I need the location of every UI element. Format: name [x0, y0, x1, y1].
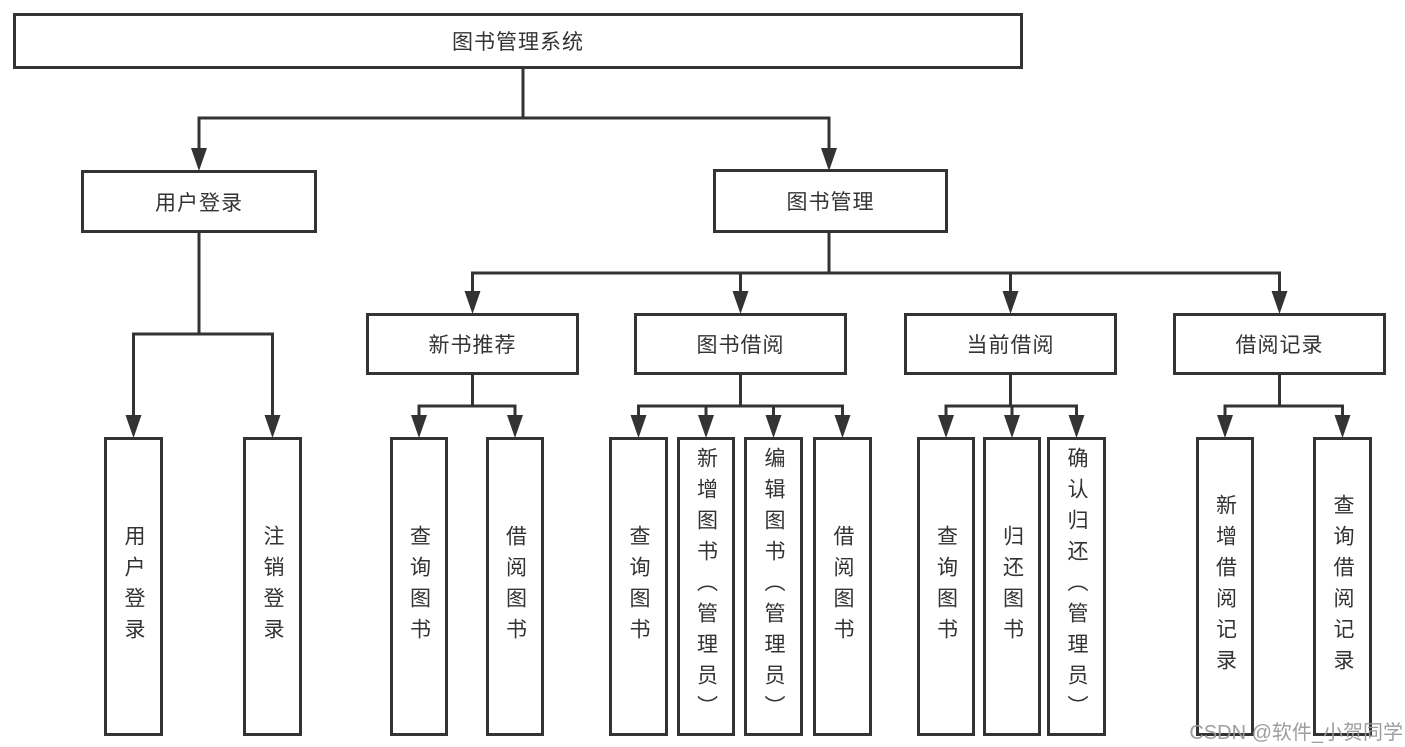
- leaf-user-login-label: 用户登录: [122, 524, 145, 649]
- leaf-borrow-book: 借阅图书: [813, 437, 872, 736]
- node-current-borrow-label: 当前借阅: [966, 334, 1055, 357]
- leaf-logout: 注销登录: [243, 437, 302, 736]
- node-book-mgmt-label: 图书管理: [786, 191, 875, 214]
- leaf-record-query: 查询借阅记录: [1313, 437, 1372, 736]
- leaf-borrow-add-label: 新增图书（管理员）: [694, 447, 718, 726]
- leaf-new-book-query: 查询图书: [390, 437, 448, 736]
- node-borrow-record-label: 借阅记录: [1235, 334, 1324, 357]
- leaf-return-book-label: 归还图书: [1000, 524, 1024, 649]
- leaf-borrow-add: 新增图书（管理员）: [677, 437, 735, 736]
- node-new-book-label: 新书推荐: [428, 334, 517, 357]
- connector-borrow-record-branch: [1217, 375, 1351, 438]
- leaf-borrow-query: 查询图书: [609, 437, 668, 736]
- leaf-current-query-label: 查询图书: [934, 524, 958, 649]
- node-user-login: 用户登录: [81, 170, 317, 233]
- leaf-confirm-return-label: 确认归还（管理员）: [1065, 447, 1088, 726]
- leaf-borrow-query-label: 查询图书: [627, 524, 650, 649]
- leaf-borrow-edit: 编辑图书（管理员）: [744, 437, 803, 736]
- leaf-current-query: 查询图书: [917, 437, 975, 736]
- leaf-confirm-return: 确认归还（管理员）: [1047, 437, 1106, 736]
- node-borrow-record: 借阅记录: [1173, 313, 1386, 375]
- leaf-borrow-book-label: 借阅图书: [831, 524, 854, 649]
- node-book-borrow-label: 图书借阅: [696, 334, 785, 357]
- leaf-user-login: 用户登录: [104, 437, 163, 736]
- csdn-watermark: CSDN @软件_小贺同学: [1189, 722, 1403, 744]
- connector-root-to-level2: [191, 69, 837, 171]
- leaf-record-query-label: 查询借阅记录: [1331, 493, 1354, 680]
- connector-book-mgmt-branch: [464, 233, 1288, 314]
- leaf-new-book-query-label: 查询图书: [407, 524, 431, 649]
- leaf-logout-label: 注销登录: [261, 524, 284, 649]
- node-user-login-label: 用户登录: [155, 191, 243, 215]
- leaf-borrow-edit-label: 编辑图书（管理员）: [762, 447, 785, 726]
- node-root: 图书管理系统: [13, 13, 1023, 69]
- leaf-record-add-label: 新增借阅记录: [1213, 493, 1237, 680]
- leaf-new-book-borrow-label: 借阅图书: [503, 524, 527, 649]
- leaf-record-add: 新增借阅记录: [1196, 437, 1254, 736]
- node-book-borrow: 图书借阅: [634, 313, 847, 375]
- node-current-borrow: 当前借阅: [904, 313, 1117, 375]
- leaf-new-book-borrow: 借阅图书: [486, 437, 544, 736]
- connector-user-login-branch: [125, 233, 281, 438]
- node-book-mgmt: 图书管理: [713, 169, 948, 233]
- leaf-return-book: 归还图书: [983, 437, 1041, 736]
- connector-book-borrow-branch: [630, 375, 851, 438]
- node-new-book: 新书推荐: [366, 313, 579, 375]
- connector-new-book-branch: [411, 375, 523, 438]
- connector-current-borrow-branch: [938, 375, 1085, 438]
- node-root-label: 图书管理系统: [452, 31, 584, 54]
